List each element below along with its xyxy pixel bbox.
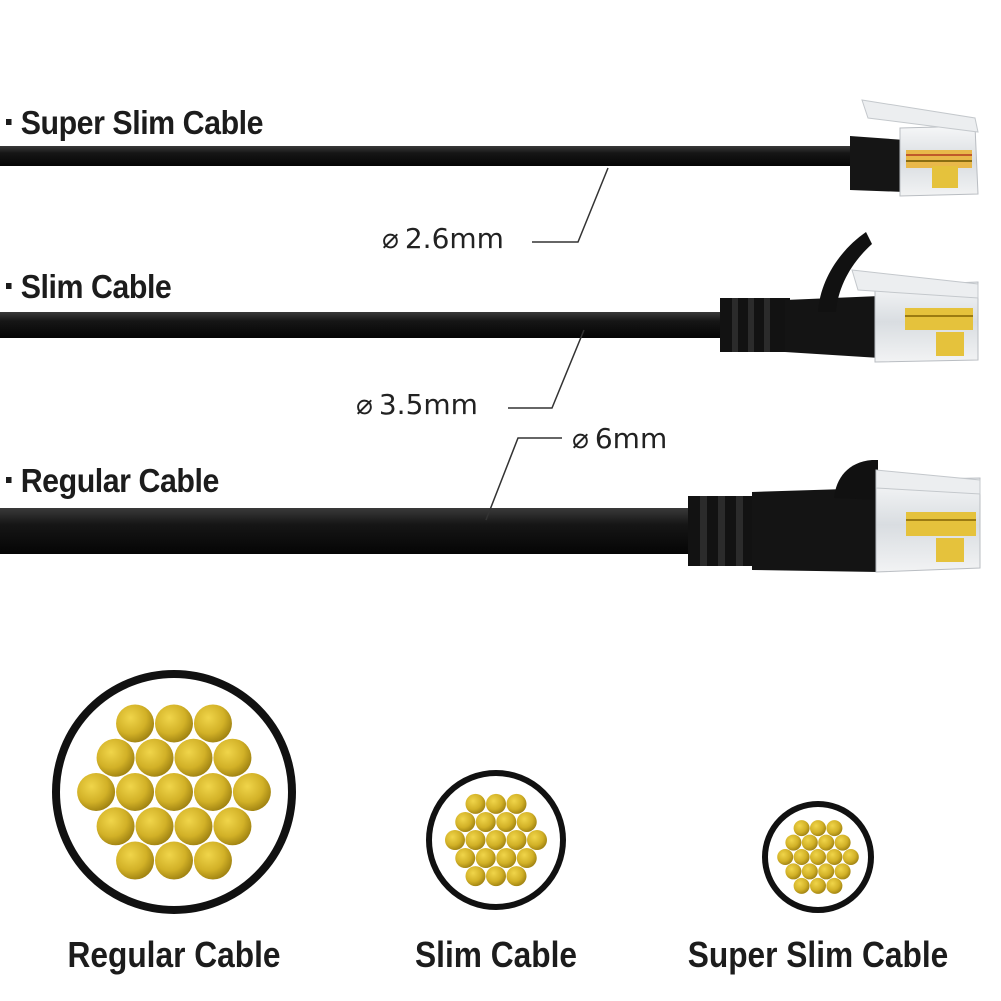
slim-cable bbox=[0, 232, 979, 363]
diameter-icon: ⌀ bbox=[382, 222, 399, 255]
cross-section-super-slim bbox=[762, 801, 874, 913]
wire-strand bbox=[826, 877, 843, 894]
wire-strand bbox=[834, 863, 851, 880]
wire-strand bbox=[155, 773, 193, 811]
wire-strand bbox=[826, 820, 843, 837]
diameter-regular: ⌀6mm bbox=[572, 422, 668, 455]
wire-strand bbox=[455, 848, 476, 869]
wire-strand bbox=[77, 773, 116, 811]
wire-strand bbox=[810, 877, 826, 894]
wire-strand bbox=[465, 793, 486, 814]
diameter-icon: ⌀ bbox=[356, 388, 373, 421]
wire-strand bbox=[506, 793, 527, 814]
wire-strand bbox=[506, 830, 527, 850]
wire-strand bbox=[801, 863, 818, 880]
diameter-icon: ⌀ bbox=[572, 422, 589, 455]
wire-strand bbox=[213, 738, 252, 777]
wire-strand bbox=[475, 848, 496, 869]
wire-strand bbox=[455, 811, 476, 832]
label-regular-cable: Regular Cable bbox=[6, 462, 219, 500]
super-slim-cable bbox=[0, 99, 979, 197]
cross-section-regular bbox=[52, 670, 296, 914]
wire-strand bbox=[842, 849, 859, 865]
cross-section-label-regular: Regular Cable bbox=[67, 934, 281, 975]
wire-strand bbox=[445, 830, 465, 850]
wire-strand bbox=[527, 830, 547, 850]
label-super-slim-cable: Super Slim Cable bbox=[6, 104, 264, 142]
wire-strand bbox=[96, 738, 135, 777]
wire-strand bbox=[465, 830, 486, 850]
leader-line-slim bbox=[508, 329, 585, 409]
diameter-super-slim: ⌀2.6mm bbox=[382, 222, 504, 255]
wire-strand bbox=[193, 773, 232, 811]
wire-strand bbox=[465, 866, 486, 887]
wire-strand bbox=[193, 841, 232, 880]
cross-section-label-super-slim: Super Slim Cable bbox=[687, 934, 949, 975]
cross-section-label-slim: Slim Cable bbox=[415, 934, 577, 975]
wire-strand bbox=[785, 863, 802, 880]
leader-line-super-slim bbox=[532, 167, 609, 243]
label-slim-cable: Slim Cable bbox=[6, 268, 172, 306]
wire-strand bbox=[810, 820, 826, 837]
wire-strand bbox=[135, 807, 174, 846]
wire-strand bbox=[506, 866, 527, 887]
wire-strand bbox=[818, 834, 835, 851]
wire-strand bbox=[213, 807, 252, 846]
wire-strand bbox=[155, 704, 193, 743]
wire-strand bbox=[785, 834, 802, 851]
wire-strand bbox=[96, 807, 135, 846]
wire-strand bbox=[793, 849, 810, 865]
wire-strand bbox=[793, 820, 810, 837]
wire-strand bbox=[516, 811, 537, 832]
cross-section-slim bbox=[426, 770, 566, 910]
regular-cable bbox=[0, 460, 981, 573]
wire-strand bbox=[174, 738, 213, 777]
leader-line-regular bbox=[485, 437, 562, 521]
wire-strand bbox=[155, 841, 193, 880]
diameter-slim: ⌀3.5mm bbox=[356, 388, 478, 421]
wire-strand bbox=[810, 849, 826, 865]
wire-strand bbox=[801, 834, 818, 851]
wire-strand bbox=[826, 849, 843, 865]
wire-strand bbox=[135, 738, 174, 777]
wire-strand bbox=[116, 773, 155, 811]
wire-strand bbox=[174, 807, 213, 846]
wire-strand bbox=[486, 830, 506, 850]
wire-strand bbox=[516, 848, 537, 869]
wire-strand bbox=[834, 834, 851, 851]
wire-strand bbox=[777, 849, 794, 865]
wire-strand bbox=[818, 863, 835, 880]
wire-strand bbox=[793, 877, 810, 894]
wire-strand bbox=[193, 704, 232, 743]
wire-strand bbox=[486, 866, 506, 887]
wire-strand bbox=[116, 704, 155, 743]
wire-strand bbox=[496, 848, 517, 869]
wire-strand bbox=[116, 841, 155, 880]
wire-strand bbox=[232, 773, 271, 811]
wire-strand bbox=[496, 811, 517, 832]
wire-strand bbox=[486, 793, 506, 814]
wire-strand bbox=[475, 811, 496, 832]
